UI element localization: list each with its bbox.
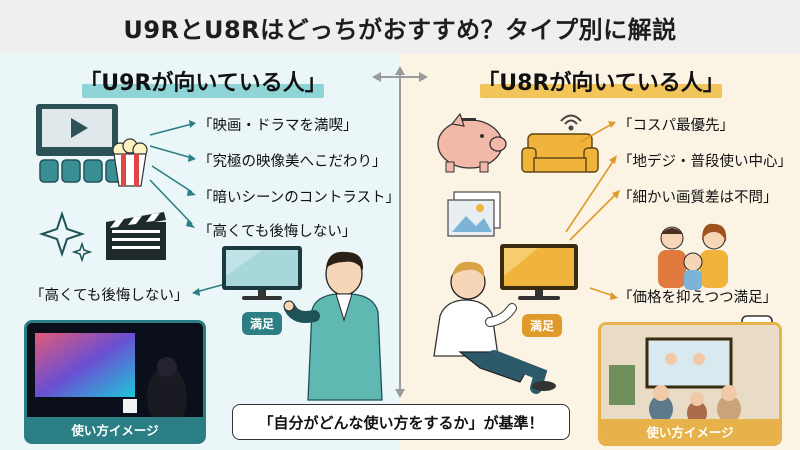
left-photo-label: 使い方イメージ [27, 417, 203, 441]
center-divider [399, 72, 401, 392]
left-item-4: 「高くても後悔しない」 [198, 224, 357, 240]
cinema-seats-icon [39, 159, 125, 183]
clapperboard-icon [106, 212, 166, 260]
relaxed-man-illustration [433, 261, 556, 394]
left-lower-item: 「高くても後悔しない」 [30, 288, 189, 304]
right-photo-label: 使い方イメージ [601, 419, 779, 443]
right-item-3: 「細かい画質差は不問」 [618, 190, 778, 206]
horizontal-divider [378, 76, 422, 78]
footer-note: 「自分がどんな使い方をするか」が基準！ [232, 404, 570, 440]
right-usage-photo: 使い方イメージ [598, 322, 782, 446]
family-icon [658, 223, 728, 290]
right-item-4: 「価格を抑えつつ満足」 [618, 290, 778, 306]
wifi-signal-icon [560, 114, 582, 131]
piggy-bank-icon [437, 112, 507, 173]
popcorn-icon [112, 138, 148, 187]
left-satisfaction-badge: 満足 [242, 312, 283, 335]
picture-icon [447, 191, 501, 237]
left-item-3: 「暗いシーンのコントラスト」 [198, 190, 400, 206]
right-item-1: 「コスパ最優先」 [618, 118, 734, 134]
left-usage-photo: 使い方イメージ [24, 320, 206, 444]
tv-icon-right [500, 244, 578, 300]
right-item-2: 「地デジ・普段使い中心」 [618, 154, 792, 170]
title-bar: U9RとU8Rはどっちがおすすめ？タイプ別に解説 [0, 0, 800, 55]
man-in-suit-illustration [283, 251, 383, 401]
left-heading: 「U9Rが向いている人」 [79, 71, 327, 98]
movie-screen-icon [36, 104, 118, 156]
right-heading: 「U8Rが向いている人」 [477, 71, 725, 98]
sparkle-icon [38, 210, 93, 263]
page-title: U9RとU8Rはどっちがおすすめ？タイプ別に解説 [123, 15, 677, 44]
left-item-1: 「映画・ドラマを満喫」 [198, 118, 358, 134]
right-satisfaction-badge: 満足 [522, 314, 563, 337]
sofa-icon [521, 133, 599, 173]
tv-icon [222, 246, 302, 300]
left-item-2: 「究極の映像美へこだわり」 [198, 154, 387, 170]
